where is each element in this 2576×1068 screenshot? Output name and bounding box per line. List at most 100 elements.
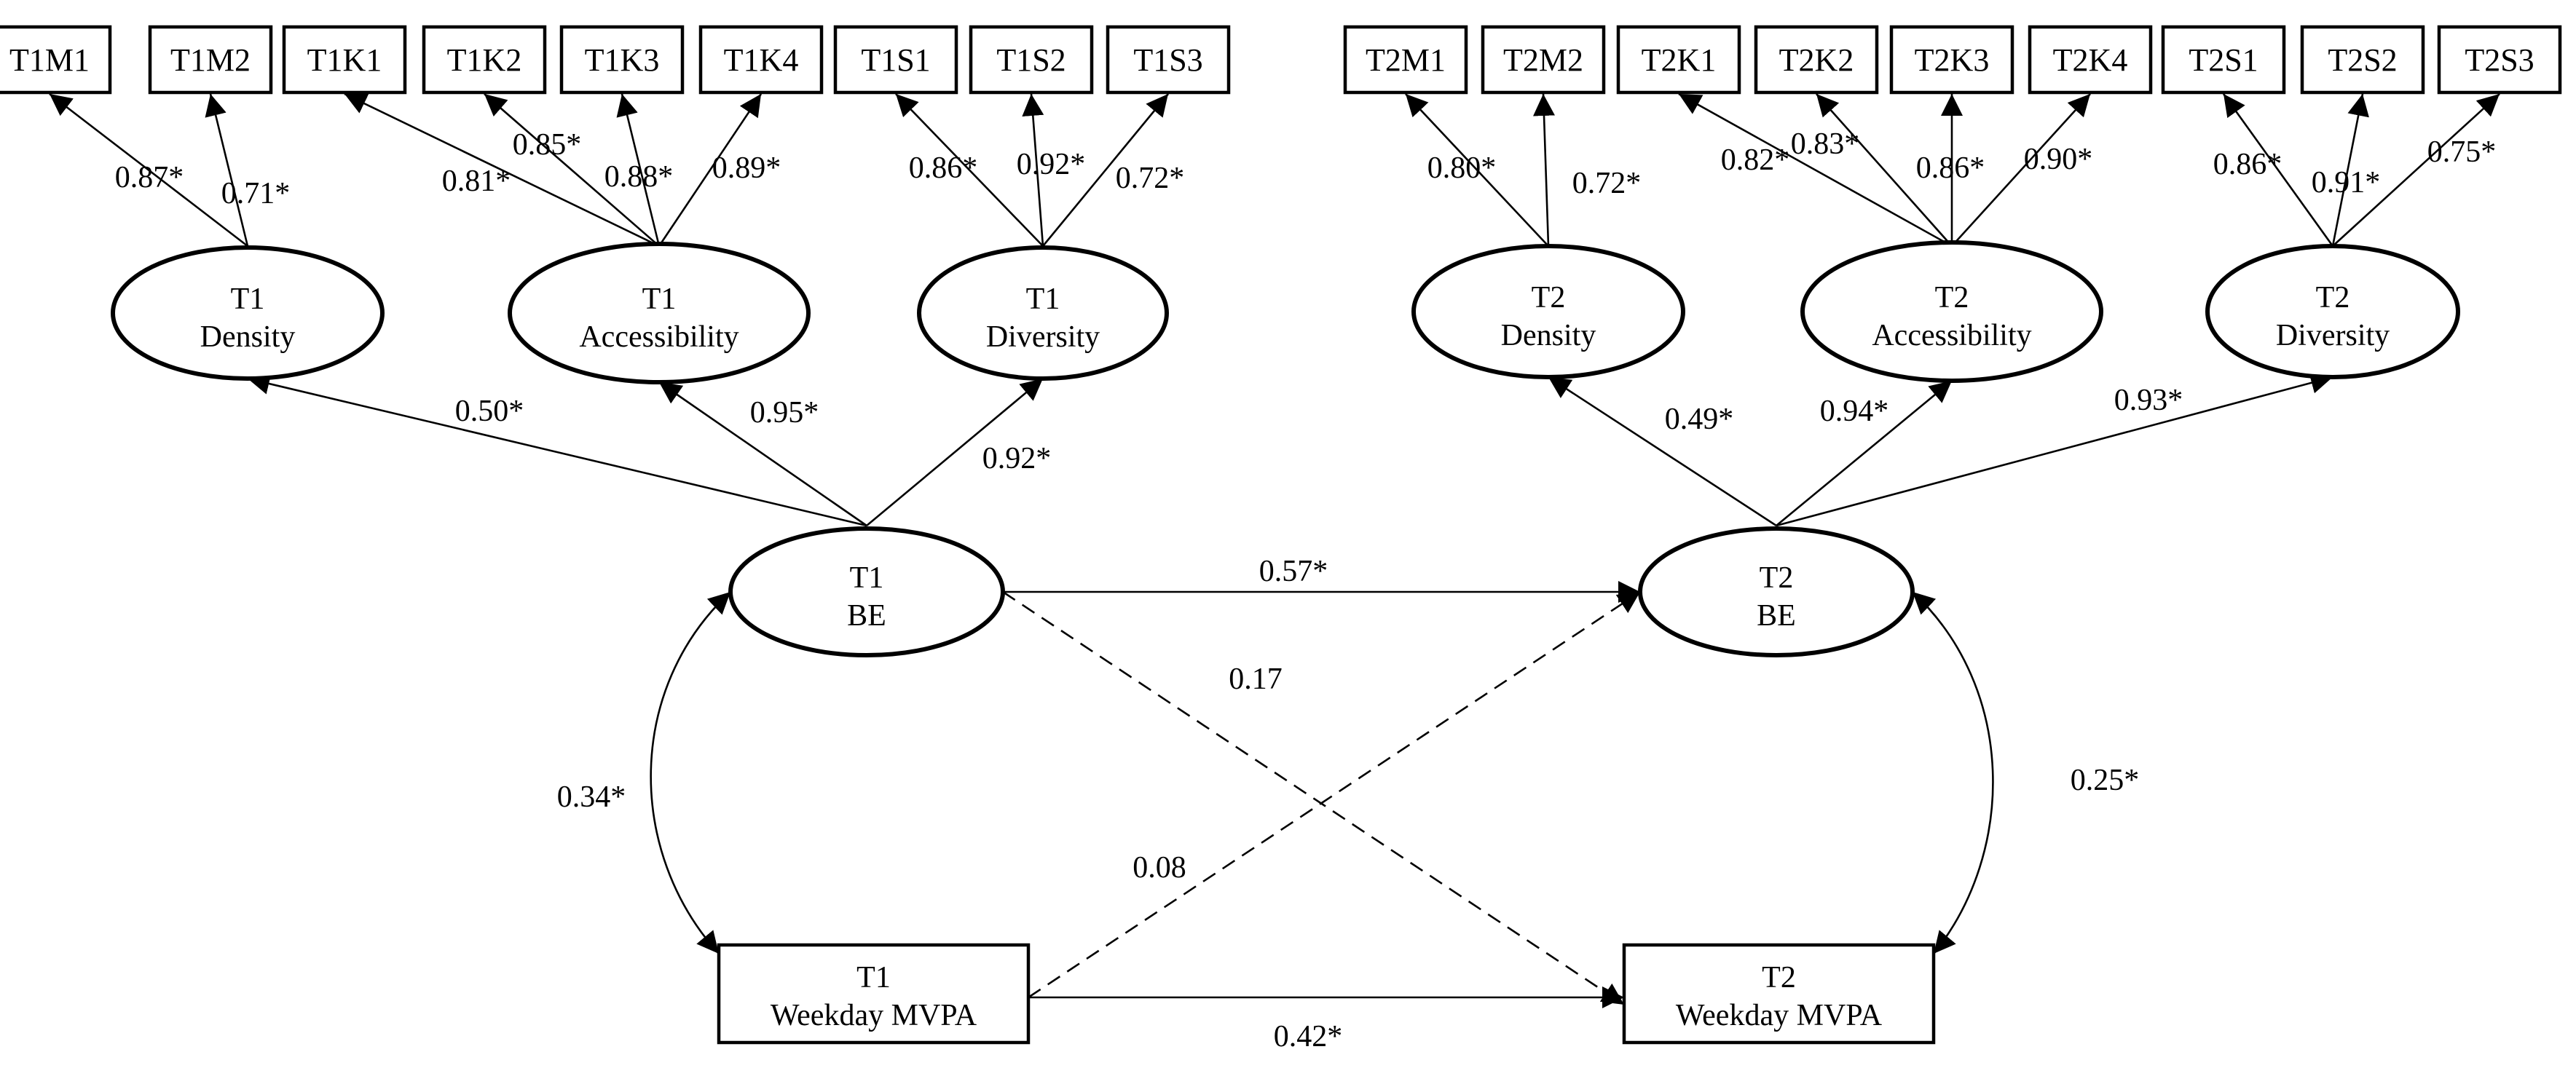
indicator-label: T1K2 [447,42,522,78]
observed-t2-mvpa-line1: T2 [1762,961,1796,994]
loading-label-t1s2: 0.92* [1017,148,1086,181]
factor-t2-density-line2: Density [1501,319,1596,352]
factor-t2-density-shape [1411,244,1685,379]
indicator-box [698,25,824,95]
structural-label-t1-be-to-t2-be: 0.57* [1259,555,1328,588]
loading-label-t2s3: 0.75* [2427,135,2497,169]
loading-path-t1k4 [658,93,763,247]
structural-label-t1-be-to-t2-mvpa: 0.17 [1229,662,1283,696]
observed-t2-mvpa-line2: Weekday MVPA [1676,999,1883,1032]
observed-t1-mvpa-line2: Weekday MVPA [771,999,977,1032]
second-order-label-t2-diversity: 0.93* [2114,384,2183,417]
covariance-t2-be-t2-mvpa-arrowhead-bottom [1933,930,1956,954]
indicator-label: T1S2 [996,42,1066,78]
loading-label-t1m1: 0.87* [115,161,184,194]
structural-label-t1-mvpa-to-t2-be: 0.08 [1133,851,1186,885]
loading-path-t2m1 [1405,93,1549,247]
factor-t2-accessibility-line1: T2 [1935,281,1969,315]
indicator-t1k3: T1K3 [559,25,685,95]
second-order-path-t1-diversity [866,378,1044,526]
factor-t2-accessibility-line2: Accessibility [1872,319,2031,352]
indicator-label: T1M1 [9,42,90,78]
indicator-t1k4: T1K4 [698,25,824,95]
observed-t1-mvpa-box [717,943,1031,1045]
loading-label-t1k1: 0.81* [442,165,511,198]
second-order-path-t2-diversity [1776,372,2333,527]
factor-t2-diversity-line2: Diversity [2276,319,2390,352]
loading-path-t2k4 [1951,93,2091,247]
indicator-box [148,25,273,95]
indicator-label: T2M1 [1366,42,1446,78]
indicator-t2k3: T2K3 [1889,25,2014,95]
indicator-label: T2M2 [1503,42,1583,78]
second-order-label-t1-accessibility: 0.95* [750,396,819,430]
indicator-box [0,25,112,95]
second-order-path-t1-density [247,373,867,527]
latent-t1-be-line2: BE [847,599,886,633]
indicator-box [833,25,958,95]
covariance-t1-be-t1-mvpa-arrowhead-bottom [696,930,720,954]
factor-t2-accessibility-shape [1800,240,2103,383]
factor-t1-accessibility-shape [508,242,811,384]
covariance-t2-be-t2-mvpa-arrowhead-top [1912,591,1937,615]
indicator-t1m1: T1M1 [0,25,112,95]
loading-label-t2s2: 0.91* [2312,166,2381,199]
factor-t1-diversity-shape [917,245,1169,381]
indicator-t1s3: T1S3 [1106,25,1231,95]
loading-path-t2k1 [1678,92,1953,248]
indicator-box [969,25,1094,95]
loading-path-t2s1 [2222,93,2334,247]
factor-t1-density-shape [111,245,385,381]
factor-t1-diversity-line1: T1 [1026,282,1060,316]
factor-t1-diversity-line2: Diversity [986,320,1100,354]
loading-label-t2k4: 0.90* [2024,143,2093,176]
structural-label-t1-mvpa-to-t2-mvpa: 0.42* [1274,1020,1343,1053]
loading-label-t1m2: 0.71* [221,177,291,210]
loading-path-t1k2 [484,93,660,247]
loading-label-t1s1: 0.86* [909,151,978,185]
covariance-t2-be-t2-mvpa-label: 0.25* [2071,764,2140,797]
indicator-box [2028,25,2153,95]
indicator-label: T1K4 [724,42,799,78]
indicator-t2m2: T2M2 [1481,25,1606,95]
indicator-t2m1: T2M1 [1343,25,1468,95]
loading-label-t2k2: 0.83* [1791,127,1860,161]
loading-path-t2m2 [1533,93,1555,247]
covariance-t1-be-t1-mvpa-curve [650,591,731,954]
indicator-label: T1K3 [585,42,660,78]
indicator-label: T1S3 [1133,42,1202,78]
loading-label-t2s1: 0.86* [2213,148,2282,181]
loading-label-t2k1: 0.82* [1721,143,1790,177]
loading-label-t1k4: 0.89* [712,151,781,185]
indicator-label: T2K2 [1779,42,1854,78]
loading-path-t1m2 [205,93,249,247]
loading-path-t2s2 [2331,93,2369,247]
indicator-label: T1S1 [861,42,930,78]
latent-t1-be-line1: T1 [850,561,884,595]
loading-path-t1k3 [616,93,661,247]
latent-t2-be-shape [1638,526,1915,657]
coefficient-labels-layer: 0.87*0.71*0.81*0.85*0.88*0.89*0.86*0.92*… [115,127,2497,1053]
indicator-t2k1: T2K1 [1616,25,1741,95]
indicator-label: T2S1 [2189,42,2258,78]
loading-label-t1k2: 0.85* [513,128,582,162]
loading-label-t2m2: 0.72* [1572,167,1642,200]
covariance-t1-be-t1-mvpa-label: 0.34* [557,780,626,814]
indicator-t1m2: T1M2 [148,25,273,95]
second-order-label-t1-density: 0.50* [455,395,524,428]
second-order-path-t2-density [1548,376,1777,527]
second-order-path-t2-accessibility [1776,379,1953,527]
indicator-t2s2: T2S2 [2300,25,2425,95]
indicator-box [422,25,547,95]
indicator-t1s1: T1S1 [833,25,958,95]
observed-t1-mvpa-line1: T1 [856,961,891,994]
indicator-t1s2: T1S2 [969,25,1094,95]
loading-path-t2k2 [1816,93,1953,247]
indicator-t2k4: T2K4 [2028,25,2153,95]
